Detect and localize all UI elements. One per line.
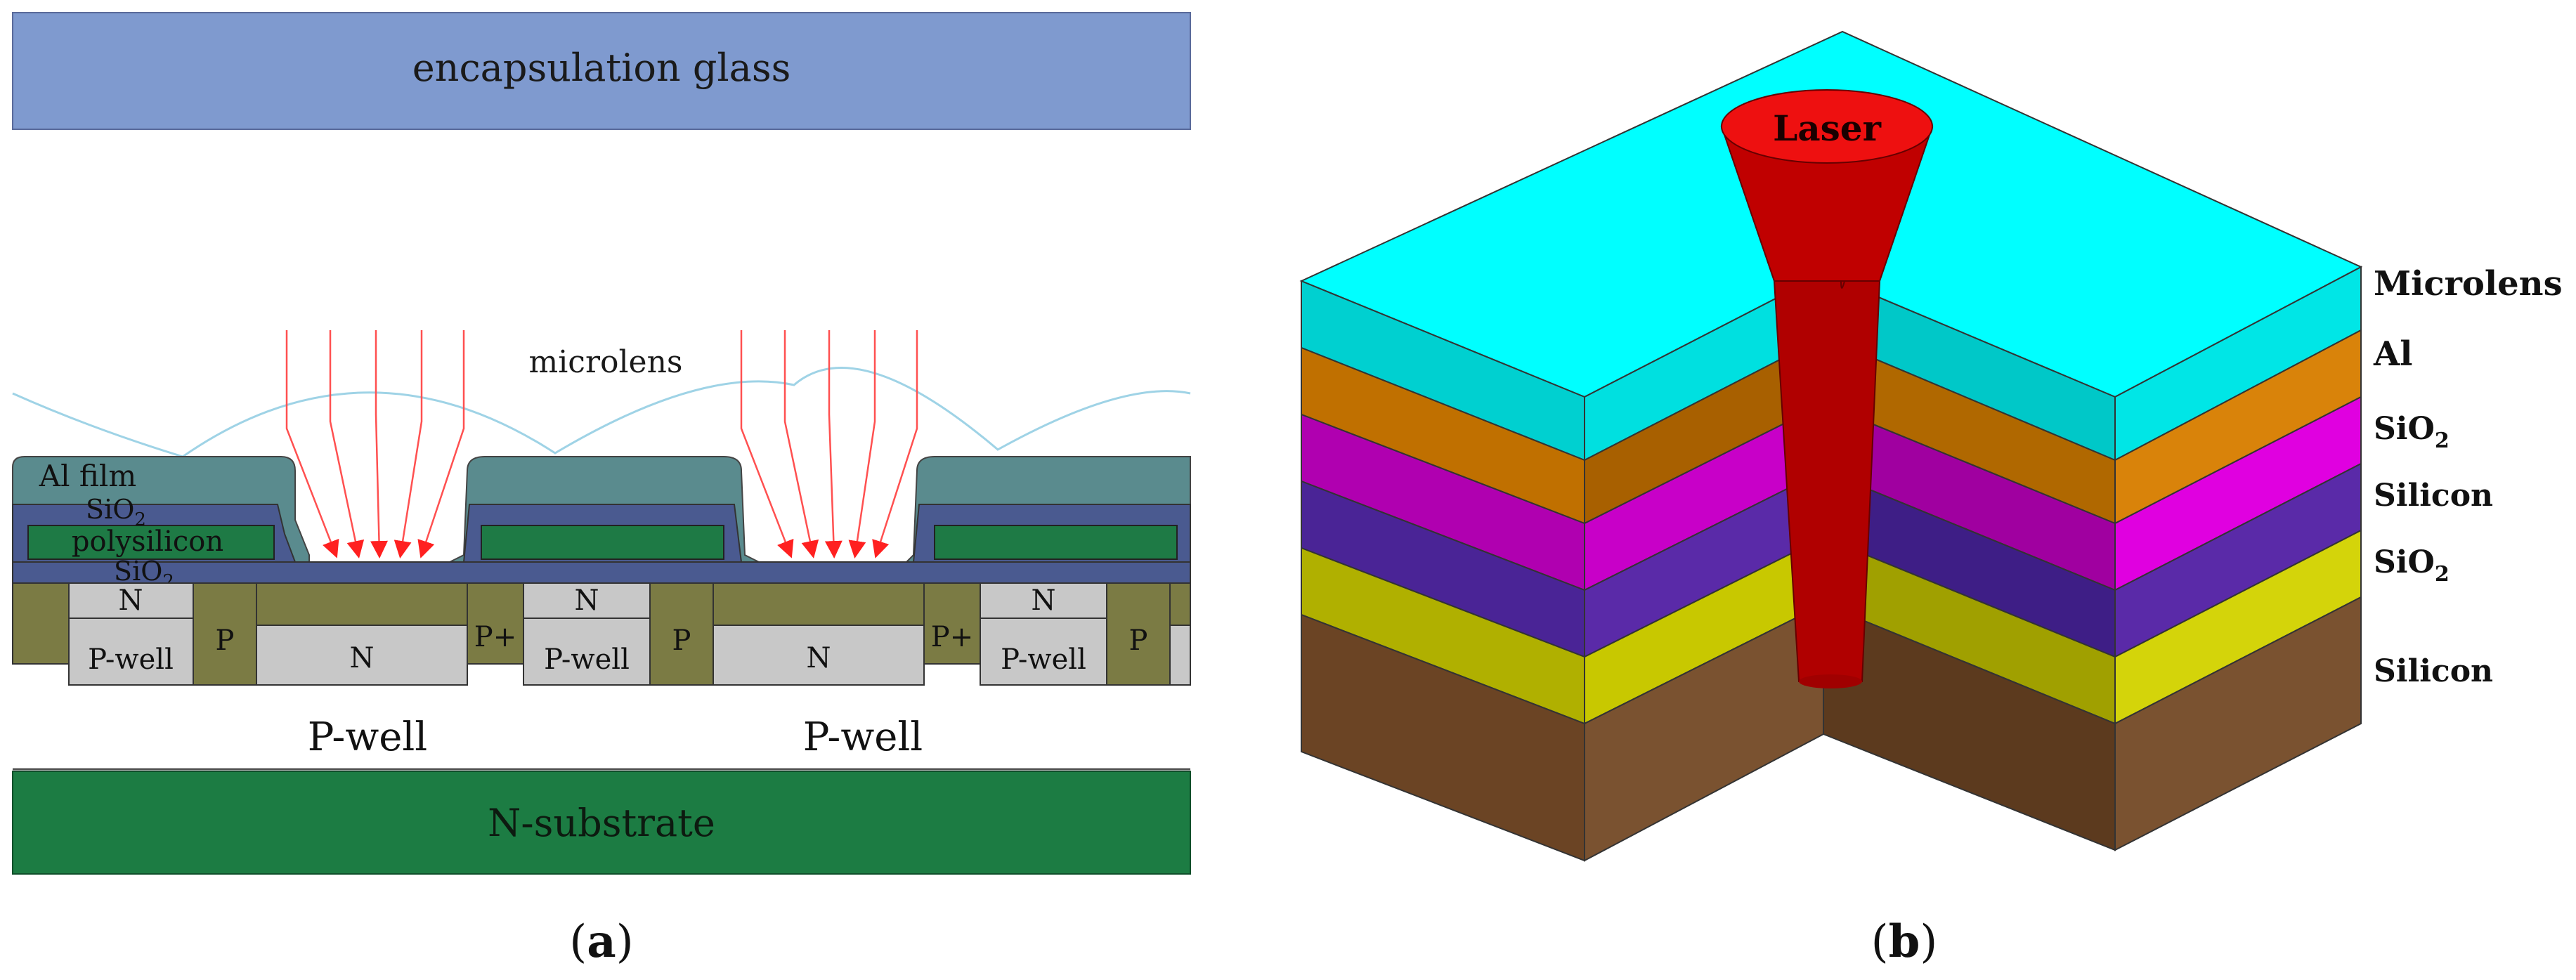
ray-l5: [417, 330, 465, 558]
layer-label-silicon-upper: Silicon: [2374, 478, 2493, 514]
polysilicon-right: [934, 525, 1178, 560]
al-film-label: Al film: [39, 459, 136, 493]
ray-r5: [872, 330, 918, 558]
olive-region-8: [1106, 582, 1171, 686]
light-rays-left: [285, 330, 465, 558]
ray-r3: [824, 330, 843, 558]
panel-b: Laser Microlens Al SiO2 Silicon SiO2 Sil…: [1299, 30, 2563, 968]
polysilicon-label: polysilicon: [72, 525, 223, 558]
polysilicon-left: [27, 525, 275, 560]
ray-l4: [393, 330, 423, 558]
laser-label: Laser: [1773, 107, 1882, 149]
region-labels: N P-well P N P+ N P-well P N P+ N P-well…: [88, 584, 1147, 676]
ray-l1: [285, 330, 339, 558]
panel-a-label: (a): [569, 915, 633, 968]
layer-label-silicon-lower: Silicon: [2374, 653, 2493, 689]
olive-region-2: [193, 582, 257, 686]
encapsulation-glass-layer: [12, 12, 1191, 130]
n-label-3: N: [1032, 584, 1056, 617]
layer-label-sio2-lower: SiO2: [2374, 544, 2450, 587]
p-label-2: P: [672, 625, 691, 657]
ray-r1: [740, 330, 794, 558]
n-big-1: [256, 625, 468, 686]
p-well-2: [523, 618, 651, 686]
n-big-label-1: N: [350, 642, 375, 674]
layer-label-sio2-upper: SiO2: [2374, 411, 2450, 453]
sio2-base-layer: [12, 561, 1191, 584]
microlens-label: microlens: [529, 344, 683, 380]
layer-label-microlens: Microlens: [2374, 264, 2563, 303]
n-label-1: N: [119, 584, 143, 617]
polysilicon-middle: [481, 525, 724, 560]
n-big-label-2: N: [807, 642, 831, 674]
p-plus-label-1: P+: [474, 621, 516, 653]
n-small-3: [980, 582, 1107, 619]
ray-r4: [848, 330, 876, 558]
encapsulation-glass-label: encapsulation glass: [412, 46, 791, 90]
panel-a: encapsulation glass microlens Al film Si…: [12, 12, 1191, 968]
p-label-1: P: [216, 625, 235, 657]
p-well-label-2: P-well: [544, 643, 630, 676]
microlens-curve: [12, 366, 1191, 458]
laser-top-ellipse: [1721, 89, 1933, 164]
laser-cone-lower: [1773, 280, 1881, 682]
olive-region-4: [467, 582, 524, 665]
laser-beam: Laser: [1720, 89, 1934, 688]
n-label-2: N: [575, 584, 599, 617]
olive-regions: [12, 582, 1191, 686]
sio2-upper-label: SiO2: [86, 494, 146, 530]
ray-l2: [329, 330, 365, 558]
p-well-bottom-right: P-well: [803, 714, 923, 760]
p-well-bottom-left: P-well: [308, 714, 427, 760]
cut-right-faces: [1823, 273, 2116, 851]
ray-r2: [783, 330, 819, 558]
cut-left-faces: [1584, 273, 1824, 862]
panel-b-label: (b): [1871, 915, 1938, 968]
n-substrate-label: N-substrate: [488, 801, 715, 845]
p-well-label-1: P-well: [88, 643, 174, 676]
olive-region-1: [12, 582, 70, 665]
n-small-2: [523, 582, 651, 619]
doped-regions: [68, 582, 1191, 686]
light-rays-right: [740, 330, 918, 558]
layer-labels: Microlens Al SiO2 Silicon SiO2 Silicon: [2373, 264, 2563, 689]
n-big-2: [713, 625, 925, 686]
p-well-3: [980, 618, 1107, 686]
layer-label-al: Al: [2373, 334, 2412, 374]
right-substrate-face: [2114, 596, 2362, 851]
n-substrate-layer: [12, 771, 1191, 875]
laser-bottom-tip: [1799, 674, 1862, 688]
p-well-label-3: P-well: [1001, 643, 1086, 676]
olive-region-9: [1169, 582, 1191, 626]
sio2-base-label: SiO2: [114, 556, 174, 592]
olive-region-7: [923, 582, 981, 665]
p-well-1: [68, 618, 194, 686]
olive-region-5: [649, 582, 714, 686]
p-label-3: P: [1129, 625, 1148, 657]
al-film-stacks: [12, 456, 1191, 563]
right-block-faces: [2114, 266, 2362, 851]
left-block-faces: [1301, 280, 1585, 862]
p-plus-label-2: P+: [931, 621, 973, 653]
ray-l3: [370, 330, 388, 558]
grey-edge-right: [1169, 625, 1191, 686]
